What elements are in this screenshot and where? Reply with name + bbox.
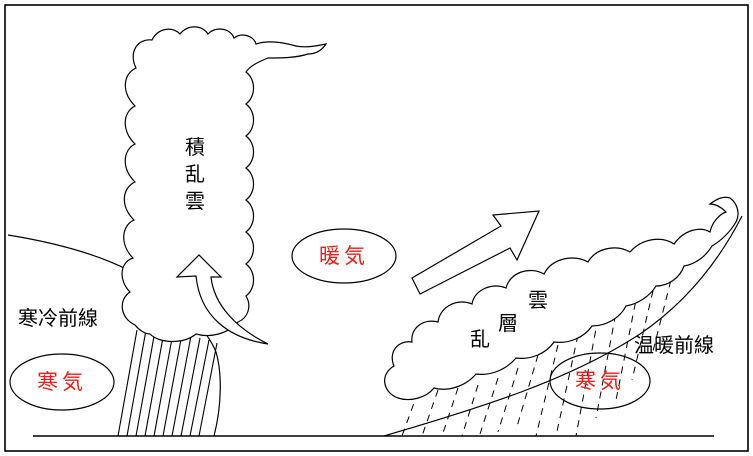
cumulonimbus-cloud xyxy=(121,26,328,343)
cumulonimbus-char-2: 乱 xyxy=(185,162,205,186)
cumulonimbus-rain xyxy=(117,329,218,437)
nimbostratus-char-2: 層 xyxy=(498,311,518,335)
warm-air-ellipse xyxy=(291,228,397,284)
cumulonimbus-label: 積 乱 雲 xyxy=(185,135,205,213)
warm-front-label: 温暖前線 xyxy=(634,333,714,357)
warm-air-arrow xyxy=(411,210,540,295)
nimbostratus-char-1: 乱 xyxy=(470,327,490,351)
cold-air-right-ellipse xyxy=(549,352,651,410)
diagram-frame xyxy=(4,4,749,452)
cumulonimbus-char-1: 積 xyxy=(185,135,205,159)
cold-air-left-label: 寒気 xyxy=(37,370,87,394)
nimbostratus-label: 乱 層 雲 xyxy=(470,288,548,351)
updraft-arrow xyxy=(175,254,269,345)
nimbostratus-char-3: 雲 xyxy=(528,288,548,312)
warm-air-label: 暖気 xyxy=(319,244,369,268)
cold-front-label: 寒冷前線 xyxy=(18,306,98,330)
cumulonimbus-char-3: 雲 xyxy=(185,189,205,213)
cold-air-left-ellipse xyxy=(9,353,115,411)
cold-air-right-label: 寒気 xyxy=(575,369,625,393)
nimbostratus-cloud xyxy=(384,196,739,401)
